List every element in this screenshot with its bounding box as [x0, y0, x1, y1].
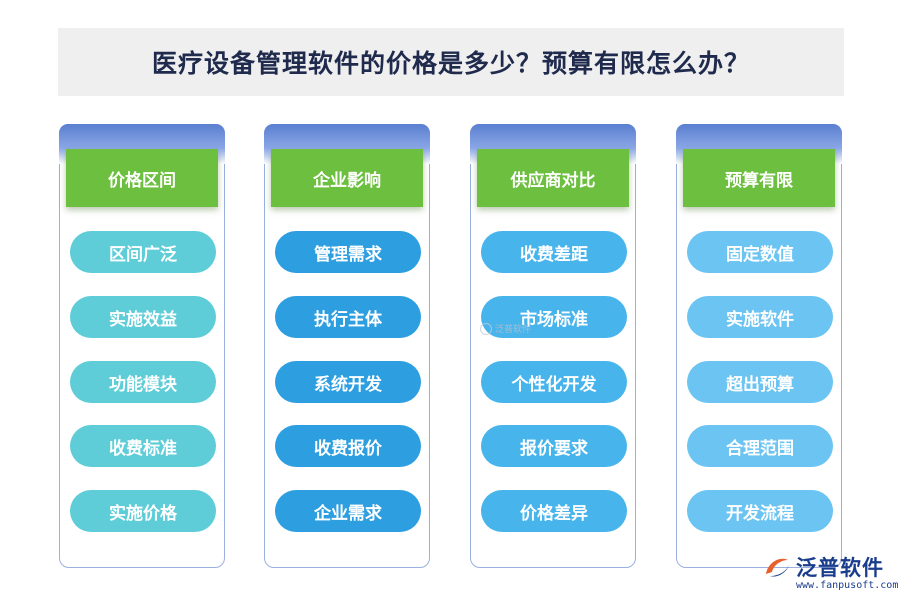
column-price-range: 价格区间 区间广泛 实施效益 功能模块 收费标准 实施价格 [59, 124, 225, 568]
column-header: 价格区间 [66, 149, 218, 207]
column-header: 预算有限 [683, 149, 835, 207]
column-enterprise-impact: 企业影响 管理需求 执行主体 系统开发 收费报价 企业需求 [264, 124, 430, 568]
item-pill: 管理需求 [275, 231, 421, 273]
item-pill: 实施价格 [70, 490, 216, 532]
item-pill: 收费差距 [481, 231, 627, 273]
title-bar: 医疗设备管理软件的价格是多少？预算有限怎么办？ [58, 28, 844, 96]
column-header: 企业影响 [271, 149, 423, 207]
item-pill: 实施效益 [70, 296, 216, 338]
column-header: 供应商对比 [477, 149, 629, 207]
item-pill: 超出预算 [687, 361, 833, 403]
item-pill: 开发流程 [687, 490, 833, 532]
column-limited-budget: 预算有限 固定数值 实施软件 超出预算 合理范围 开发流程 [676, 124, 842, 568]
brand-logo-url: www.fanpusoft.com [796, 580, 899, 591]
brand-logo-icon [766, 558, 789, 577]
item-pill: 企业需求 [275, 490, 421, 532]
item-pill: 固定数值 [687, 231, 833, 273]
column-supplier-comparison: 供应商对比 收费差距 市场标准 个性化开发 报价要求 价格差异 [470, 124, 636, 568]
item-pill: 收费标准 [70, 425, 216, 467]
watermark-text: 泛普软件 [495, 325, 532, 335]
watermark: 泛普软件 [480, 322, 531, 335]
item-pill: 区间广泛 [70, 231, 216, 273]
item-pill: 合理范围 [687, 425, 833, 467]
item-pill: 价格差异 [481, 490, 627, 532]
item-pill: 功能模块 [70, 361, 216, 403]
item-pill: 收费报价 [275, 425, 421, 467]
item-pill: 个性化开发 [481, 361, 627, 403]
item-pill: 报价要求 [481, 425, 627, 467]
watermark-logo-icon [480, 322, 492, 335]
item-pill: 实施软件 [687, 296, 833, 338]
item-pill: 系统开发 [275, 361, 421, 403]
page-title: 医疗设备管理软件的价格是多少？预算有限怎么办？ [151, 49, 750, 78]
item-pill: 执行主体 [275, 296, 421, 338]
brand-logo: 泛普软件 [762, 552, 884, 582]
item-pill: 市场标准 [481, 296, 627, 338]
brand-logo-name: 泛普软件 [796, 556, 884, 580]
